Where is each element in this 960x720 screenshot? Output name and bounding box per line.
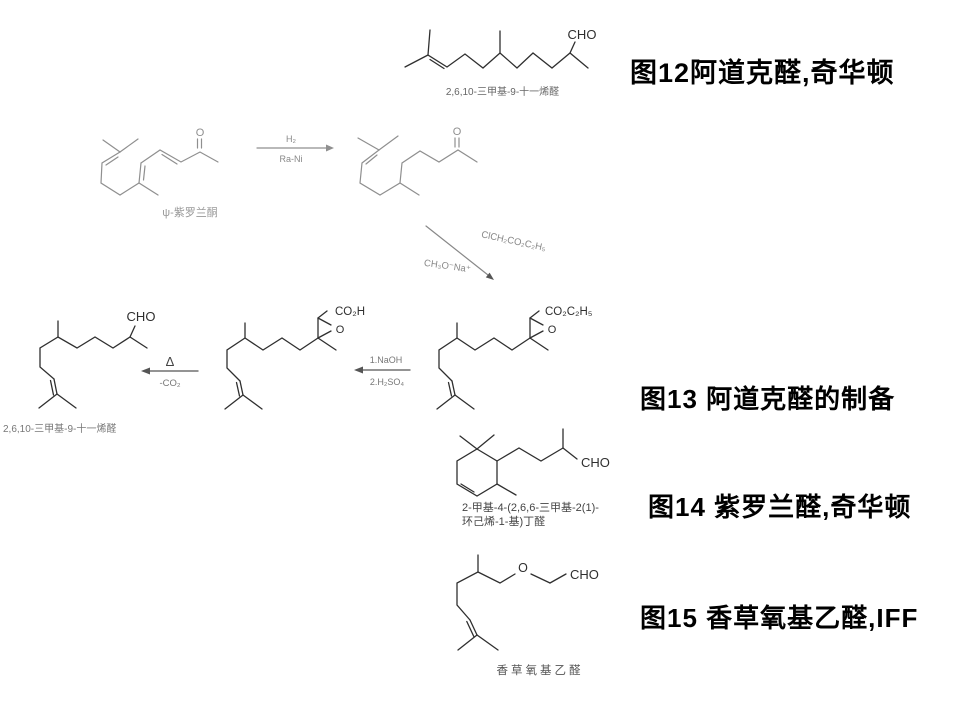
reagent-minus-co2: -CO₂ [159, 378, 180, 389]
ester-epoxide-o-label: O [548, 324, 557, 336]
fig12-structure: CHO [404, 27, 597, 70]
psi-ionone-structure: O [100, 127, 219, 196]
reaction-arrow-hydrogenation: H₂ Ra-Ni [256, 134, 334, 164]
reagent-methoxide: CH₃O⁻Na⁺ [423, 258, 471, 275]
fig14-compound-line2: 环己烯-1-基)丁醛 [462, 516, 546, 528]
dihydro-ketone-structure: O [357, 126, 478, 196]
fig15-cho-label: CHO [570, 567, 599, 582]
trimethyl-undecenal-structure: CHO [38, 309, 156, 409]
darzens-arrow: ClCH₂CO₂C₂H₅ CH₃O⁻Na⁺ [423, 225, 547, 280]
reagent-h2: H₂ [286, 134, 296, 144]
decarboxylation-arrow: Δ -CO₂ [141, 354, 199, 389]
fig13-heading: 图13 阿道克醛的制备 [640, 384, 896, 414]
fig15-structure: O CHO [456, 554, 599, 651]
fig15-compound-label: 香草氧基乙醛 [496, 665, 584, 677]
saponification-arrow: 1.NaOH 2.H₂SO₄ [354, 355, 411, 387]
reagent-h2so4: 2.H₂SO₄ [370, 377, 405, 387]
glycidic-acid-structure: CO₂H O [224, 306, 365, 410]
reagent-delta: Δ [166, 354, 175, 369]
glycidic-ester-structure: CO₂C₂H₅ O [436, 306, 593, 410]
fig15-ether-o-label: O [518, 561, 528, 575]
acid-epoxide-o-label: O [336, 324, 345, 336]
fig13-product-label: 2,6,10-三甲基-9-十一烯醛 [3, 424, 117, 435]
psi-ionone-o-label: O [196, 127, 205, 139]
fig12-heading: 图12阿道克醛,奇华顿 [630, 58, 895, 88]
fig14-compound-line1: 2-甲基-4-(2,6,6-三甲基-2(1)- [462, 502, 599, 514]
ester-co2et-label: CO₂C₂H₅ [545, 306, 593, 318]
psi-ionone-label: ψ-紫罗兰酮 [162, 207, 218, 219]
fig14-heading: 图14 紫罗兰醛,奇华顿 [648, 492, 912, 522]
reagent-naoh: 1.NaOH [370, 355, 403, 365]
hydrogenation-step: O H₂ Ra-Ni O [100, 126, 478, 196]
fig12-cho-label: CHO [568, 27, 597, 42]
fig14-compound-label: 2-甲基-4-(2,6,6-三甲基-2(1)- 环己烯-1-基)丁醛 [462, 501, 599, 529]
reagent-ra-ni: Ra-Ni [279, 154, 302, 164]
reagent-chloroacetate: ClCH₂CO₂C₂H₅ [480, 229, 547, 253]
aldehyde-cho-label: CHO [127, 309, 156, 324]
fig14-cho-label: CHO [581, 455, 610, 470]
saponification-decarboxylation-row: CHO Δ -CO₂ CO₂H O 1. [38, 306, 593, 410]
ketone-o-label: O [453, 126, 462, 138]
fig15-heading: 图15 香草氧基乙醛,IFF [640, 603, 919, 633]
fig14-structure: CHO [456, 428, 610, 497]
fig12-compound-label: 2,6,10-三甲基-9-十一烯醛 [445, 87, 560, 98]
acid-co2h-label: CO₂H [335, 306, 365, 318]
